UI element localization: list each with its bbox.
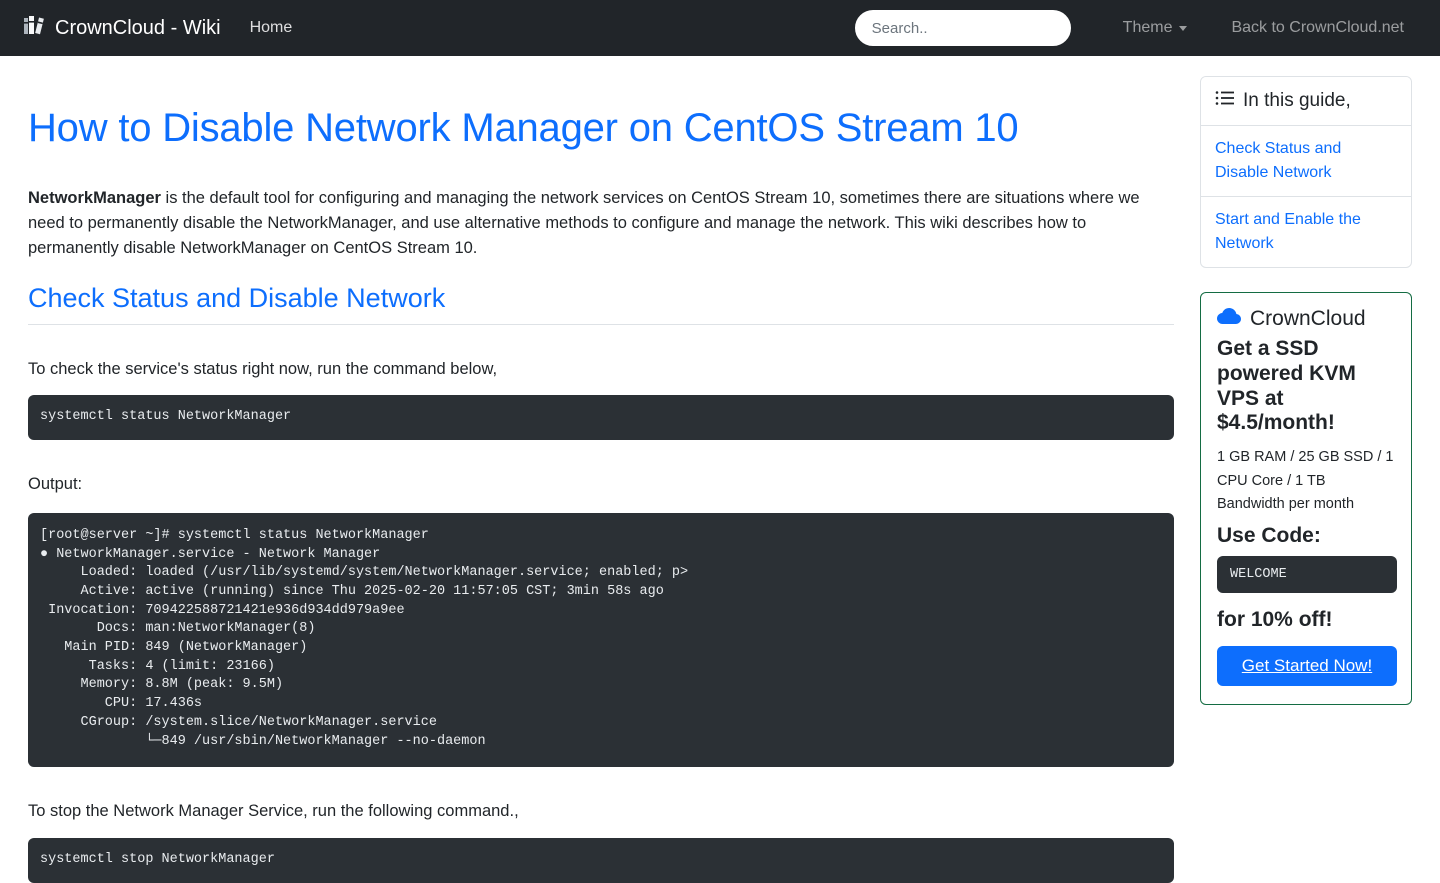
theme-dropdown[interactable]: Theme xyxy=(1123,19,1188,37)
back-to-crowncloud-link[interactable]: Back to CrownCloud.net xyxy=(1231,19,1404,36)
promo-specs: 1 GB RAM / 25 GB SSD / 1 CPU Core / 1 TB… xyxy=(1217,449,1394,513)
chevron-down-icon xyxy=(1179,25,1188,31)
nav-item-home[interactable]: Home xyxy=(249,19,293,36)
list-ul-icon xyxy=(1215,90,1235,112)
brand-label: CrownCloud - Wiki xyxy=(55,17,221,39)
sidebar: In this guide, Check Status and Disable … xyxy=(1200,56,1420,883)
search-input[interactable] xyxy=(854,10,1071,46)
top-navbar: CrownCloud - Wiki Home Theme Back to Cro… xyxy=(0,0,1440,56)
promo-brand-label: CrownCloud xyxy=(1250,307,1366,331)
main-content: How to Disable Network Manager on CentOS… xyxy=(20,56,1180,883)
intro-rest-text: is the default tool for configuring and … xyxy=(28,189,1140,257)
promo-discount-text: for 10% off! xyxy=(1217,607,1333,631)
in-this-guide-header: In this guide, xyxy=(1201,77,1411,126)
paragraph-check-status: To check the service's status right now,… xyxy=(28,359,498,378)
paragraph-stop-service: To stop the Network Manager Service, run… xyxy=(28,802,519,821)
code-block-status-output[interactable]: [root@server ~]# systemctl status Networ… xyxy=(28,512,1174,768)
in-this-guide-card: In this guide, Check Status and Disable … xyxy=(1200,76,1412,269)
intro-paragraph: NetworkManager is the default tool for c… xyxy=(28,186,1168,260)
intro-strong-term: NetworkManager xyxy=(28,189,161,207)
navbar-right-group: Theme Back to CrownCloud.net xyxy=(854,10,1404,46)
toc-link-start-enable[interactable]: Start and Enable the Network xyxy=(1215,211,1361,252)
promo-use-code-label: Use Code: xyxy=(1217,523,1321,547)
cloud-icon xyxy=(1217,307,1241,331)
promo-card: CrownCloud Get a SSD powered KVM VPS at … xyxy=(1200,292,1412,705)
code-block-stop-command[interactable]: systemctl stop NetworkManager xyxy=(28,838,1174,883)
page-title: How to Disable Network Manager on CentOS… xyxy=(28,106,1019,150)
theme-label: Theme xyxy=(1122,19,1173,36)
page-body: How to Disable Network Manager on CentOS… xyxy=(0,56,1440,883)
output-label: Output: xyxy=(28,475,83,494)
books-icon xyxy=(24,16,46,40)
promo-heading: Get a SSD powered KVM VPS at $4.5/month! xyxy=(1217,337,1356,435)
section-heading-check-status: Check Status and Disable Network xyxy=(28,282,1174,325)
get-started-button[interactable]: Get Started Now! xyxy=(1217,645,1397,686)
in-this-guide-title: In this guide, xyxy=(1243,90,1351,111)
toc-link-check-status[interactable]: Check Status and Disable Network xyxy=(1201,126,1411,198)
promo-coupon-code[interactable]: WELCOME xyxy=(1217,555,1397,593)
promo-brand: CrownCloud xyxy=(1217,307,1395,331)
code-block-status-command[interactable]: systemctl status NetworkManager xyxy=(28,395,1174,441)
brand-link[interactable]: CrownCloud - Wiki xyxy=(24,16,221,40)
